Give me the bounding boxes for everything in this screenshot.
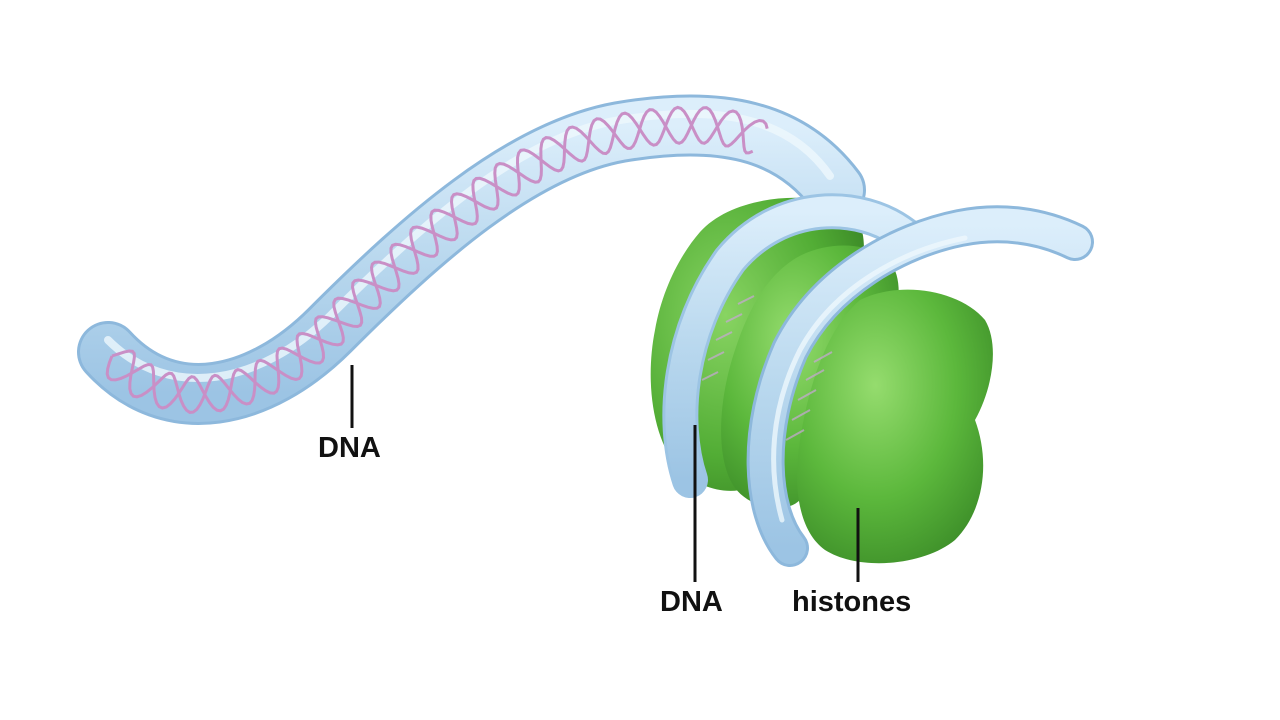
dna-wrap-front-highlight (771, 235, 968, 523)
dna-tube (80, 97, 863, 422)
histones-label: histones (792, 586, 911, 618)
dna-strand-label: DNA (318, 432, 381, 464)
helix-strand-a (105, 105, 754, 413)
dna-wrap-front-fill (749, 208, 1091, 564)
helix-strand-b (111, 106, 769, 414)
histone-front-lobe (797, 289, 993, 564)
dna-wrap-back-fill (665, 196, 920, 495)
nucleosome (650, 193, 1094, 567)
dna-wrapped-label: DNA (660, 586, 723, 618)
double-helix (105, 105, 769, 414)
free-dna-strand (77, 94, 866, 425)
dna-wrap-front-helix (785, 351, 833, 441)
dna-wrap-back-helix (701, 295, 755, 381)
